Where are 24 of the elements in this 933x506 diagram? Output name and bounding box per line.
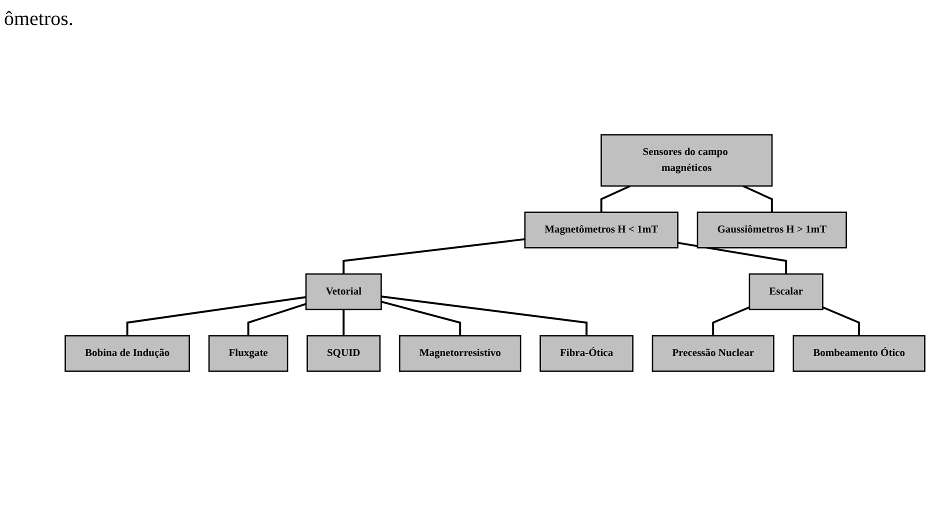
node-box: Bobina de Indução — [64, 335, 190, 372]
node-box: Fluxgate — [208, 335, 288, 372]
node-box: Gaussiômetros H > 1mT — [696, 212, 847, 248]
connector — [247, 302, 306, 336]
connector — [712, 306, 750, 336]
connector — [600, 185, 631, 212]
node-box: Precessão Nuclear — [652, 335, 774, 372]
connector — [678, 242, 788, 274]
connector — [381, 296, 588, 336]
node-box: Bombeamento Ótico — [792, 335, 926, 372]
note-text: ômetros. — [4, 8, 74, 31]
node-box: Magnetorresistivo — [399, 335, 522, 372]
connector — [742, 185, 773, 212]
node-box: Sensores do campo magnéticos — [600, 134, 773, 187]
node-box: Magnetômetros H < 1mT — [524, 212, 678, 248]
connector — [822, 306, 860, 336]
node-box: Escalar — [748, 273, 824, 310]
connector — [342, 309, 345, 336]
node-box: Fibra-Ótica — [540, 335, 634, 372]
connector — [380, 300, 462, 336]
node-box: Vetorial — [305, 273, 382, 310]
connector — [342, 238, 526, 274]
node-box: SQUID — [306, 335, 381, 372]
connector — [126, 296, 306, 336]
